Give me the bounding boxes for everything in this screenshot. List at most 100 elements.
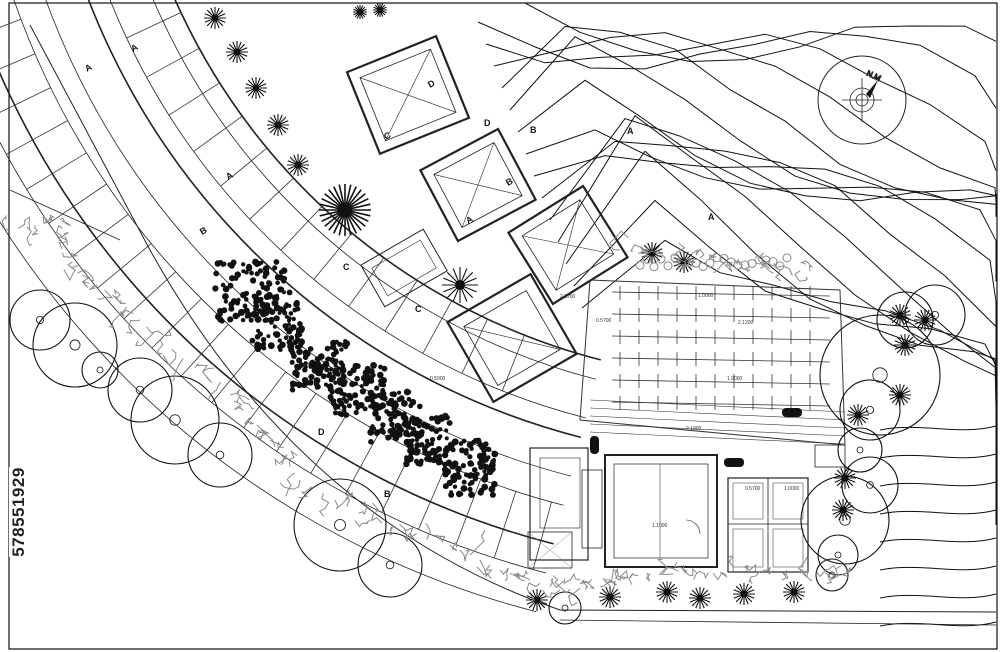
hedge-shrub <box>223 299 229 304</box>
shrub-scribble <box>146 326 172 337</box>
contour-line <box>493 32 997 202</box>
hedge-shrub <box>486 455 491 460</box>
room-tag: C <box>382 130 393 142</box>
contour-line <box>541 140 997 386</box>
road-line <box>589 423 846 437</box>
shrub-scribble <box>47 214 55 222</box>
tree-center <box>606 593 614 601</box>
room-wall <box>0 18 22 28</box>
hedge-shrub <box>272 324 277 329</box>
contour-line <box>517 79 997 217</box>
hedge-shrub <box>408 403 414 409</box>
hedge-shrub <box>409 443 414 449</box>
hedge-shrub <box>266 334 271 339</box>
shrub-scribble <box>693 570 709 580</box>
shrub-scribble <box>207 381 222 401</box>
hedge-shrub <box>442 461 448 468</box>
tree-canopy <box>32 302 118 388</box>
hedge-planting <box>212 258 499 499</box>
hedge-shrub <box>404 420 410 425</box>
hedge-shrub <box>346 392 353 399</box>
tree-spike <box>267 114 289 136</box>
tree-trunk <box>385 560 395 570</box>
hedge-shrub <box>482 463 487 468</box>
dimension-label: 2.1200 <box>738 320 754 326</box>
hedge-shrub <box>409 447 415 452</box>
room-wall <box>249 177 294 220</box>
hedge-shrub <box>230 298 238 305</box>
hedge-shrub <box>442 483 449 490</box>
tree-spike <box>287 154 309 176</box>
shrub-scribble <box>513 572 523 578</box>
shrub-scribble <box>135 332 154 347</box>
hedge-shrub <box>283 335 289 341</box>
tree-center <box>357 9 363 15</box>
shrub-scribble <box>97 289 114 300</box>
contour-line <box>879 453 997 459</box>
hedge-shrub <box>339 411 345 418</box>
stock-id-text: 578551929 <box>9 467 29 557</box>
hedge-shrub <box>313 377 321 384</box>
shrub-scribble <box>434 534 446 543</box>
hedge-shrub <box>438 434 443 439</box>
shrub-scribble <box>748 570 761 585</box>
shrub-scribble <box>542 589 561 598</box>
hedge-shrub <box>264 317 270 323</box>
shrub-circle <box>768 257 778 267</box>
hedge-shrub <box>324 345 331 352</box>
hedge-shrub <box>328 377 335 383</box>
hedge-shrub <box>371 426 377 431</box>
tree-center <box>338 203 352 217</box>
hedge-shrub <box>281 267 288 274</box>
hedge-shrub <box>477 489 484 496</box>
contour-lines <box>470 2 997 627</box>
shrub-scribble <box>614 570 629 582</box>
hedge-shrub <box>489 488 494 493</box>
hedge-shrub <box>458 441 464 446</box>
hedge-shrub <box>288 335 295 341</box>
hedge-shrub <box>372 410 379 417</box>
hedge-shrub <box>217 259 224 266</box>
hedge-shrub <box>277 306 284 313</box>
hedge-shrub <box>255 343 262 351</box>
hedge-shrub <box>282 323 289 329</box>
hedge-shrub <box>379 393 387 401</box>
hedge-shrub <box>464 448 469 453</box>
hedge-shrub <box>354 375 360 382</box>
hedge-shrub <box>350 367 357 374</box>
tree-spike <box>656 581 678 603</box>
shrub-scribble <box>645 572 651 582</box>
room-tag: B <box>504 176 515 188</box>
tree-center <box>377 7 383 13</box>
shrub-scribble <box>841 567 851 578</box>
tree-spike <box>914 309 936 331</box>
hedge-shrub <box>296 348 303 356</box>
contour-line <box>573 199 997 455</box>
section-tag: A <box>708 212 715 222</box>
hedge-shrub <box>343 339 348 344</box>
section-tag: B <box>384 489 391 499</box>
hedge-shrub <box>446 420 453 426</box>
hedge-shrub <box>254 271 260 277</box>
tree-center <box>740 590 748 598</box>
hedge-shrub <box>230 259 237 266</box>
hedge-shrub <box>259 260 264 265</box>
tree-center <box>839 506 847 514</box>
hedge-shrub <box>302 354 309 360</box>
hedge-shrub <box>262 309 270 317</box>
room-tag: A <box>224 170 235 182</box>
hedge-shrub <box>444 445 451 452</box>
shrub-scribble <box>31 224 39 236</box>
hedge-shrub <box>467 454 473 460</box>
hedge-shrub <box>271 299 279 307</box>
tree-spike <box>319 184 371 236</box>
hedge-shrub <box>260 284 266 290</box>
hedge-shrub <box>250 277 257 284</box>
hedge-shrub <box>295 373 300 379</box>
hedge-shrub <box>331 398 337 404</box>
hedge-shrub <box>490 458 496 465</box>
hedge-shrub <box>403 388 411 396</box>
shrub-scribble <box>62 252 78 258</box>
site-boundary <box>29 24 997 613</box>
